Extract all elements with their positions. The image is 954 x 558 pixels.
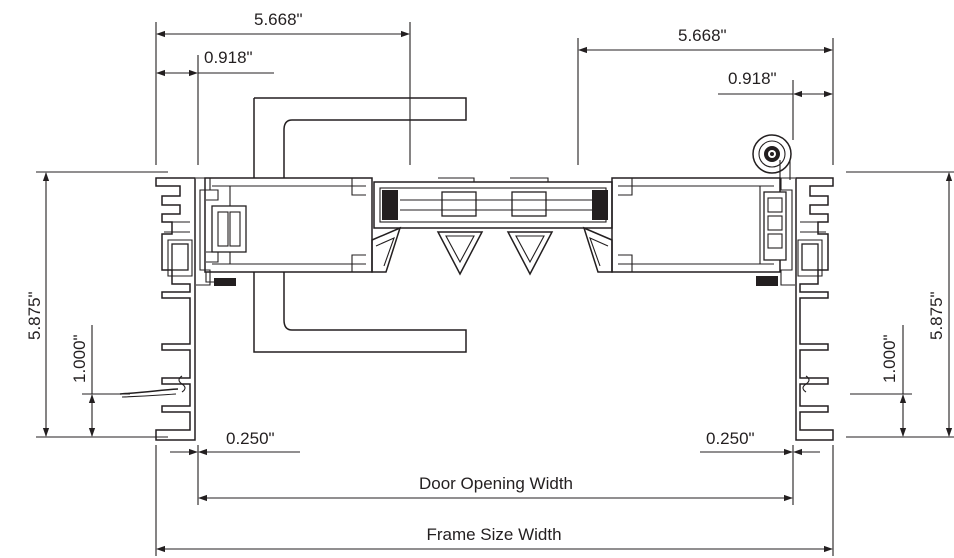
dim-left-offset-label: 0.918": [204, 48, 253, 67]
dim-right-offset-label: 0.918": [728, 69, 777, 88]
frame-size-caption: Frame Size Width: [426, 525, 561, 544]
door-opening-caption: Door Opening Width: [419, 474, 573, 493]
dim-left-gap-label: 0.250": [226, 429, 275, 448]
right-frame-jamb: [780, 177, 834, 441]
dim-right-gap-label: 0.250": [706, 429, 755, 448]
pivot-roller: [752, 134, 792, 174]
dim-left-overall-label: 5.668": [254, 10, 303, 29]
left-frame-jamb: [119, 177, 211, 441]
dim-right-sill-label: 1.000": [880, 334, 899, 383]
dimension-lines: [42, 30, 953, 553]
dim-right-height-label: 5.875": [927, 291, 946, 340]
pull-handle: [253, 97, 467, 353]
right-door-stile: [582, 160, 791, 286]
glass-assembly: [373, 177, 613, 276]
dim-left-sill-label: 1.000": [70, 334, 89, 383]
dim-right-overall-label: 5.668": [678, 26, 727, 45]
left-door-stile: [204, 177, 402, 286]
dim-left-height-label: 5.875": [25, 291, 44, 340]
